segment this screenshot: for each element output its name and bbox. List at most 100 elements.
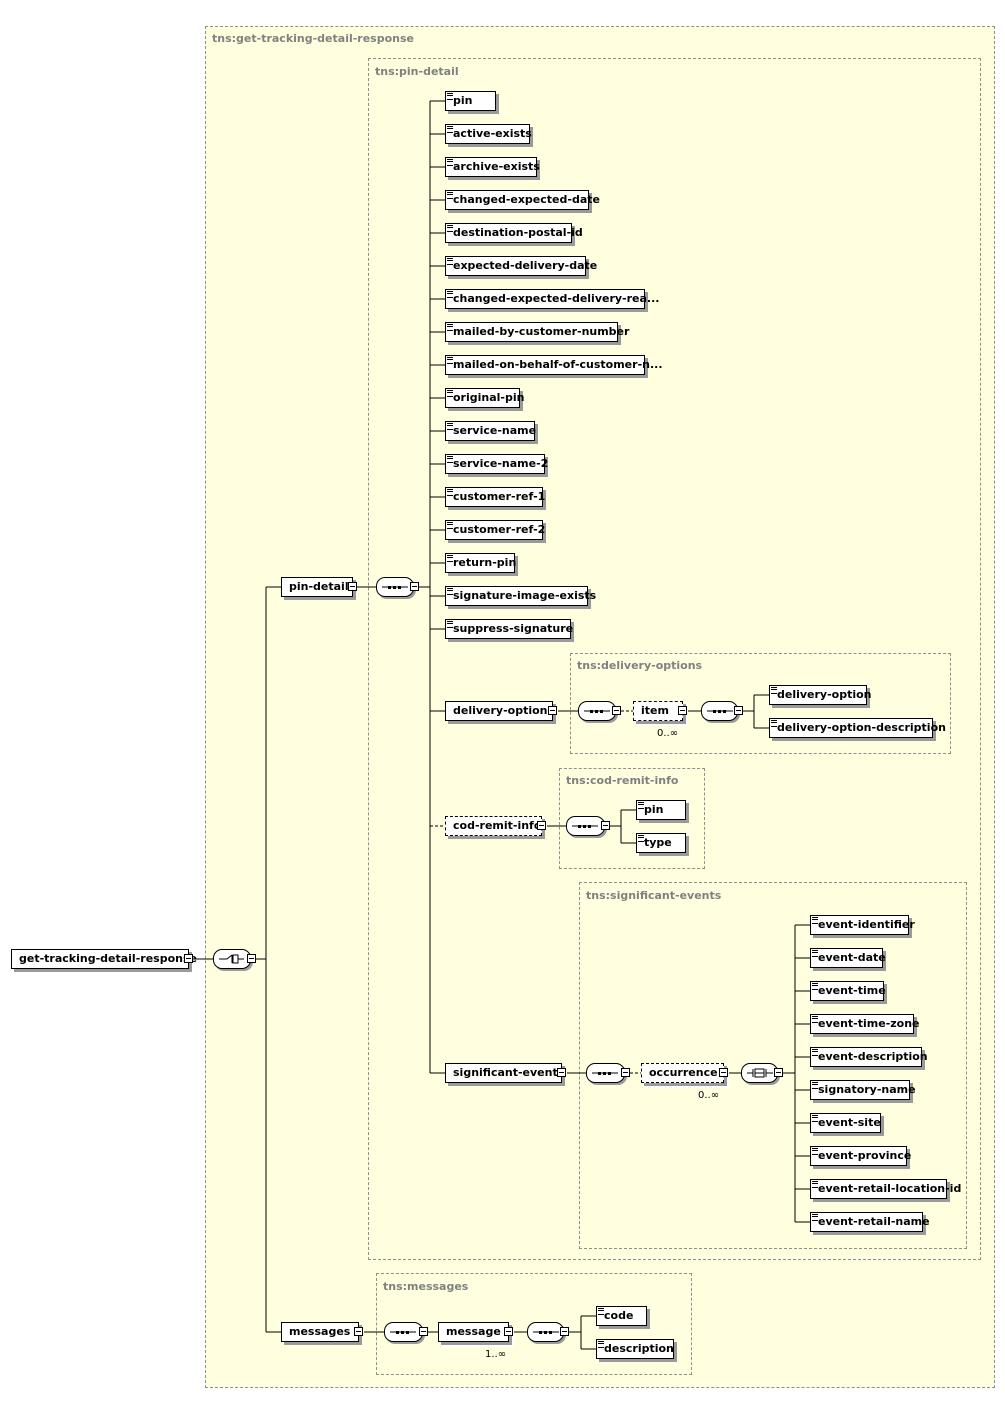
sequence-compositor-item[interactable] — [701, 701, 743, 721]
element-label: get-tracking-detail-response — [19, 952, 197, 965]
element-mailed-on-behalf-of-customer-number[interactable]: mailed-on-behalf-of-customer-n... — [445, 355, 663, 375]
element-changed-expected-date[interactable]: changed-expected-date — [445, 190, 600, 210]
collapse-toggle-icon[interactable] — [560, 1327, 569, 1336]
element-destination-postal-id[interactable]: destination-postal-id — [445, 223, 583, 243]
element-original-pin[interactable]: original-pin — [445, 388, 524, 408]
element-label: archive-exists — [453, 160, 540, 173]
element-message[interactable]: message — [438, 1322, 513, 1342]
element-event-retail-location-id[interactable]: event-retail-location-id — [810, 1179, 961, 1199]
element-significant-events[interactable]: significant-events — [445, 1063, 566, 1083]
element-label: customer-ref-2 — [453, 523, 546, 536]
element-delivery-option[interactable]: delivery-option — [769, 685, 872, 705]
element-label: changed-expected-delivery-rea... — [453, 292, 660, 305]
element-event-province[interactable]: event-province — [810, 1146, 911, 1166]
collapse-toggle-icon[interactable] — [548, 706, 557, 715]
collapse-toggle-icon[interactable] — [410, 582, 419, 591]
element-label: event-site — [818, 1116, 881, 1129]
element-expected-delivery-date[interactable]: expected-delivery-date — [445, 256, 597, 276]
element-label: code — [604, 1309, 634, 1322]
element-signature-image-exists[interactable]: signature-image-exists — [445, 586, 596, 606]
element-customer-ref-2[interactable]: customer-ref-2 — [445, 520, 546, 540]
documentation-icon — [447, 555, 453, 562]
element-label: active-exists — [453, 127, 532, 140]
element-delivery-option-description[interactable]: delivery-option-description — [769, 718, 946, 738]
sequence-compositor-pin-detail[interactable] — [376, 577, 419, 597]
sequence-compositor-messages[interactable] — [384, 1322, 428, 1342]
element-pin[interactable]: pin — [445, 91, 496, 111]
element-label: messages — [289, 1325, 351, 1338]
sequence-compositor-cod-remit-info[interactable] — [566, 816, 610, 836]
choice-compositor-root[interactable] — [213, 949, 256, 969]
element-suppress-signature[interactable]: suppress-signature — [445, 619, 574, 639]
element-cod-remit-info[interactable]: cod-remit-info — [445, 816, 546, 836]
collapse-toggle-icon[interactable] — [719, 1068, 728, 1077]
documentation-icon — [771, 687, 777, 694]
all-compositor-occurrence[interactable] — [741, 1063, 783, 1083]
collapse-toggle-icon[interactable] — [734, 706, 743, 715]
sequence-compositor-message[interactable] — [527, 1322, 569, 1342]
cardinality-label: 0..∞ — [657, 728, 679, 739]
collapse-toggle-icon[interactable] — [774, 1068, 783, 1077]
sequence-icon — [707, 710, 733, 713]
documentation-icon — [638, 835, 644, 842]
collapse-toggle-icon[interactable] — [557, 1068, 566, 1077]
element-delivery-options[interactable]: delivery-options — [445, 701, 557, 721]
documentation-icon — [447, 159, 453, 166]
sequence-icon — [592, 1072, 618, 1075]
collapse-toggle-icon[interactable] — [537, 821, 546, 830]
element-event-description[interactable]: event-description — [810, 1047, 928, 1067]
element-archive-exists[interactable]: archive-exists — [445, 157, 540, 177]
element-event-date[interactable]: event-date — [810, 948, 886, 968]
element-label: expected-delivery-date — [453, 259, 598, 272]
collapse-toggle-icon[interactable] — [247, 954, 256, 963]
element-event-site[interactable]: event-site — [810, 1113, 881, 1133]
element-mailed-by-customer-number[interactable]: mailed-by-customer-number — [445, 322, 629, 342]
element-label: item — [641, 704, 669, 717]
collapse-toggle-icon[interactable] — [621, 1068, 630, 1077]
element-return-pin[interactable]: return-pin — [445, 553, 516, 573]
element-code[interactable]: code — [596, 1306, 647, 1326]
element-customer-ref-1[interactable]: customer-ref-1 — [445, 487, 545, 507]
collapse-toggle-icon[interactable] — [348, 582, 357, 591]
element-get-tracking-detail-response[interactable]: get-tracking-detail-response — [11, 949, 197, 969]
element-pin-detail[interactable]: pin-detail — [281, 577, 357, 597]
element-description[interactable]: description — [596, 1339, 674, 1359]
element-cod-type[interactable]: type — [636, 833, 686, 853]
collapse-toggle-icon[interactable] — [504, 1327, 513, 1336]
element-service-name[interactable]: service-name — [445, 421, 536, 441]
element-service-name-2[interactable]: service-name-2 — [445, 454, 549, 474]
element-label: mailed-by-customer-number — [453, 325, 630, 338]
collapse-toggle-icon[interactable] — [678, 706, 687, 715]
element-changed-expected-delivery-reason[interactable]: changed-expected-delivery-rea... — [445, 289, 659, 309]
sequence-compositor-delivery-options[interactable] — [578, 701, 621, 721]
element-event-identifier[interactable]: event-identifier — [810, 915, 915, 935]
element-label: service-name-2 — [453, 457, 549, 470]
element-event-time-zone[interactable]: event-time-zone — [810, 1014, 920, 1034]
collapse-toggle-icon[interactable] — [601, 821, 610, 830]
element-messages[interactable]: messages — [281, 1322, 363, 1342]
element-label: message — [446, 1325, 501, 1338]
sequence-compositor-significant-events[interactable] — [586, 1063, 630, 1083]
element-cod-pin[interactable]: pin — [636, 800, 686, 820]
group-messages-type-label: tns:messages — [383, 1280, 469, 1293]
cardinality-label: 1..∞ — [485, 1349, 507, 1360]
element-label: significant-events — [453, 1066, 565, 1079]
element-label: delivery-option — [777, 688, 872, 701]
element-signatory-name[interactable]: signatory-name — [810, 1080, 916, 1100]
documentation-icon — [447, 225, 453, 232]
collapse-toggle-icon[interactable] — [612, 706, 621, 715]
collapse-toggle-icon[interactable] — [354, 1327, 363, 1336]
collapse-toggle-icon[interactable] — [419, 1327, 428, 1336]
documentation-icon — [812, 1115, 818, 1122]
documentation-icon — [812, 917, 818, 924]
documentation-icon — [447, 324, 453, 331]
element-occurrence[interactable]: occurrence — [641, 1063, 728, 1083]
element-item[interactable]: item — [633, 701, 687, 721]
collapse-toggle-icon[interactable] — [184, 954, 193, 963]
group-significant-events-type-label: tns:significant-events — [586, 889, 722, 902]
element-event-time[interactable]: event-time — [810, 981, 886, 1001]
element-active-exists[interactable]: active-exists — [445, 124, 532, 144]
element-event-retail-name[interactable]: event-retail-name — [810, 1212, 930, 1232]
documentation-icon — [447, 126, 453, 133]
element-label: suppress-signature — [453, 622, 574, 635]
